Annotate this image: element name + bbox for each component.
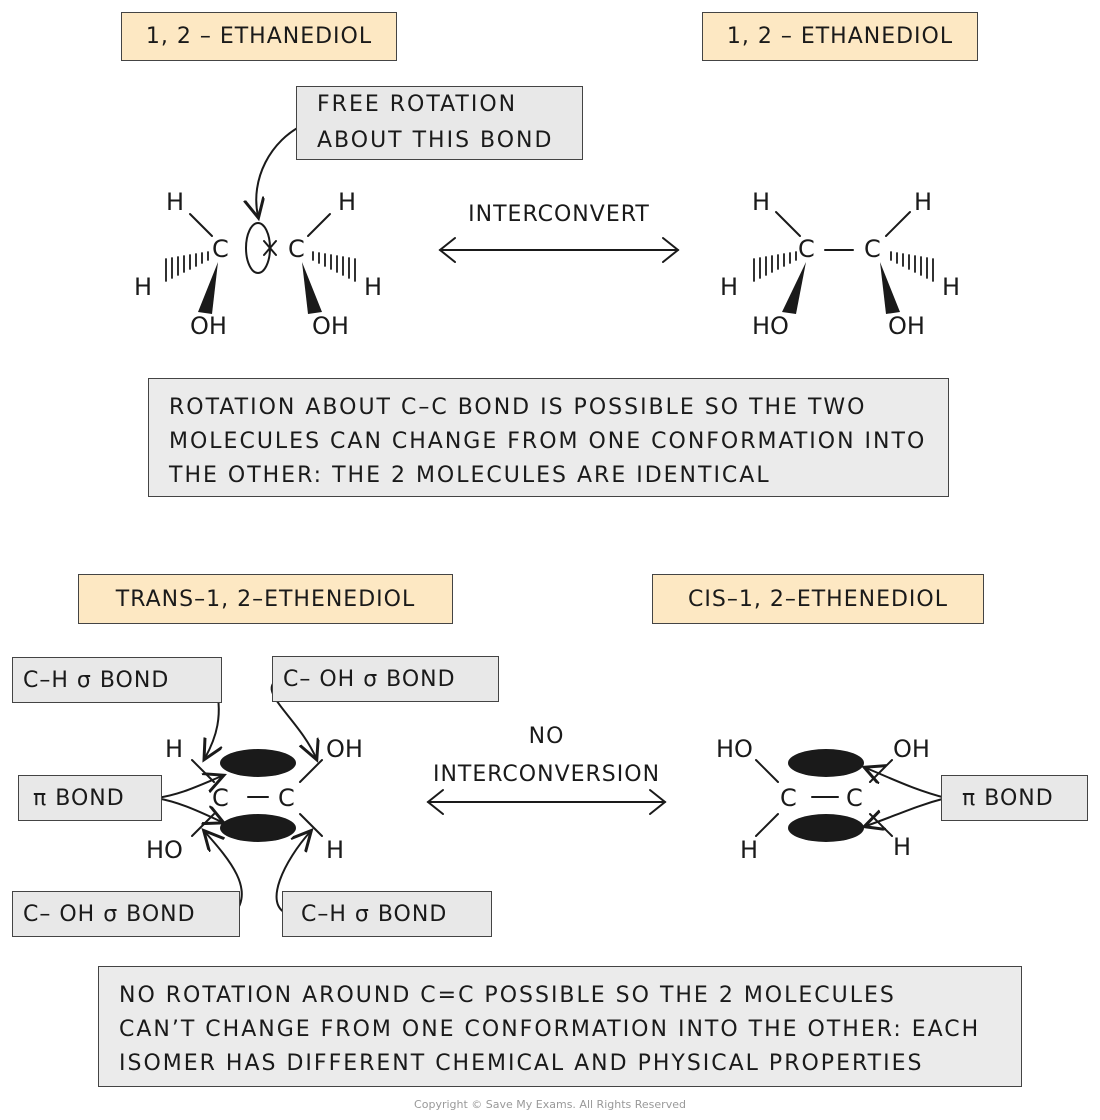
atom-ho: HO xyxy=(752,312,789,340)
atom-c: C xyxy=(798,235,815,263)
pi-right-arrow-lower xyxy=(866,797,947,826)
atom-c: C xyxy=(864,235,881,263)
pi-right-arrow-upper xyxy=(866,768,947,799)
explanation-line: THE OTHER: THE 2 MOLECULES ARE IDENTICAL xyxy=(169,463,771,488)
solid-wedge xyxy=(880,262,900,314)
pi-left-arrow-upper xyxy=(155,776,222,799)
bond-line xyxy=(189,213,213,237)
pi-bond-tag-left: π BOND xyxy=(18,775,162,821)
explanation-line: ISOMER HAS DIFFERENT CHEMICAL AND PHYSIC… xyxy=(119,1051,924,1076)
explanation-line: NO ROTATION AROUND C=C POSSIBLE SO THE 2… xyxy=(119,983,896,1008)
label-line: INTERCONVERSION xyxy=(432,762,661,787)
top-left-title: 1, 2 – ETHANEDIOL xyxy=(121,12,397,61)
rotation-ellipse xyxy=(245,222,271,274)
atom-h: H xyxy=(720,273,739,301)
label-line: NO xyxy=(528,724,565,749)
note-line: FREE ROTATION xyxy=(317,92,518,117)
atom-h: H xyxy=(134,273,153,301)
atom-c: C xyxy=(278,784,295,812)
pi-left-arrow-lower xyxy=(155,797,222,822)
bond-line xyxy=(307,213,331,237)
explanation-line: ROTATION ABOUT C–C BOND IS POSSIBLE SO T… xyxy=(169,395,867,420)
coh-sigma-bond-tag-top: C– OH σ BOND xyxy=(272,656,499,702)
atom-h: H xyxy=(914,188,933,216)
pi-lobe xyxy=(220,814,296,842)
cis-title: CIS–1, 2–ETHENEDIOL xyxy=(652,574,984,624)
atom-h: H xyxy=(165,735,184,763)
ch-sigma-bottom-arrow xyxy=(275,832,310,915)
bond-line xyxy=(191,759,215,783)
atom-oh: OH xyxy=(888,312,925,340)
hashed-wedge xyxy=(890,251,934,282)
pi-bond-tag-right: π BOND xyxy=(941,775,1088,821)
pi-lobe xyxy=(220,749,296,777)
rotation-pointer-arrow xyxy=(256,123,306,216)
note-line: ABOUT THIS BOND xyxy=(317,128,554,153)
top-right-title: 1, 2 – ETHANEDIOL xyxy=(702,12,978,61)
atom-c: C xyxy=(212,784,229,812)
atom-c: C xyxy=(288,235,305,263)
bottom-explanation-box: NO ROTATION AROUND C=C POSSIBLE SO THE 2… xyxy=(98,966,1022,1087)
hashed-wedge xyxy=(165,251,209,282)
bond-line xyxy=(775,211,801,237)
atom-h: H xyxy=(166,188,185,216)
free-rotation-note: FREE ROTATION ABOUT THIS BOND xyxy=(296,86,583,160)
top-explanation-box: ROTATION ABOUT C–C BOND IS POSSIBLE SO T… xyxy=(148,378,949,497)
solid-wedge xyxy=(782,262,806,314)
atom-h: H xyxy=(364,273,383,301)
atom-oh: OH xyxy=(326,735,363,763)
atom-h: H xyxy=(752,188,771,216)
atom-h: H xyxy=(338,188,357,216)
atom-h: H xyxy=(893,833,912,861)
ch-sigma-bond-tag-bottom: C–H σ BOND xyxy=(282,891,492,937)
bond-line xyxy=(755,813,779,837)
atom-h: H xyxy=(740,836,759,864)
bond-line xyxy=(299,759,323,783)
solid-wedge xyxy=(198,262,218,314)
interconvert-label: INTERCONVERT xyxy=(468,202,650,227)
ch-sigma-bond-tag-top: C–H σ BOND xyxy=(12,657,222,703)
atom-ho: HO xyxy=(716,735,753,763)
bond-line xyxy=(885,211,911,237)
atom-c: C xyxy=(846,784,863,812)
hashed-wedge xyxy=(312,251,356,282)
atom-h: H xyxy=(942,273,961,301)
atom-c: C xyxy=(212,235,229,263)
atom-ho: HO xyxy=(146,836,183,864)
atom-oh: OH xyxy=(893,735,930,763)
bond-line xyxy=(755,759,779,783)
hashed-wedge xyxy=(753,251,797,282)
atom-oh: OH xyxy=(312,312,349,340)
pi-lobe xyxy=(788,749,864,777)
pi-lobe xyxy=(788,814,864,842)
atom-oh: OH xyxy=(190,312,227,340)
explanation-line: MOLECULES CAN CHANGE FROM ONE CONFORMATI… xyxy=(169,429,927,454)
trans-title: TRANS–1, 2–ETHENEDIOL xyxy=(78,574,453,624)
atom-c: C xyxy=(780,784,797,812)
atom-h: H xyxy=(326,836,345,864)
coh-sigma-bond-tag-bottom: C– OH σ BOND xyxy=(12,891,240,937)
solid-wedge xyxy=(302,262,322,314)
copyright-notice: Copyright © Save My Exams. All Rights Re… xyxy=(414,1098,686,1111)
explanation-line: CAN’T CHANGE FROM ONE CONFORMATION INTO … xyxy=(119,1017,981,1042)
no-interconversion-label: NO INTERCONVERSION xyxy=(428,718,665,794)
bond-line xyxy=(299,813,323,837)
